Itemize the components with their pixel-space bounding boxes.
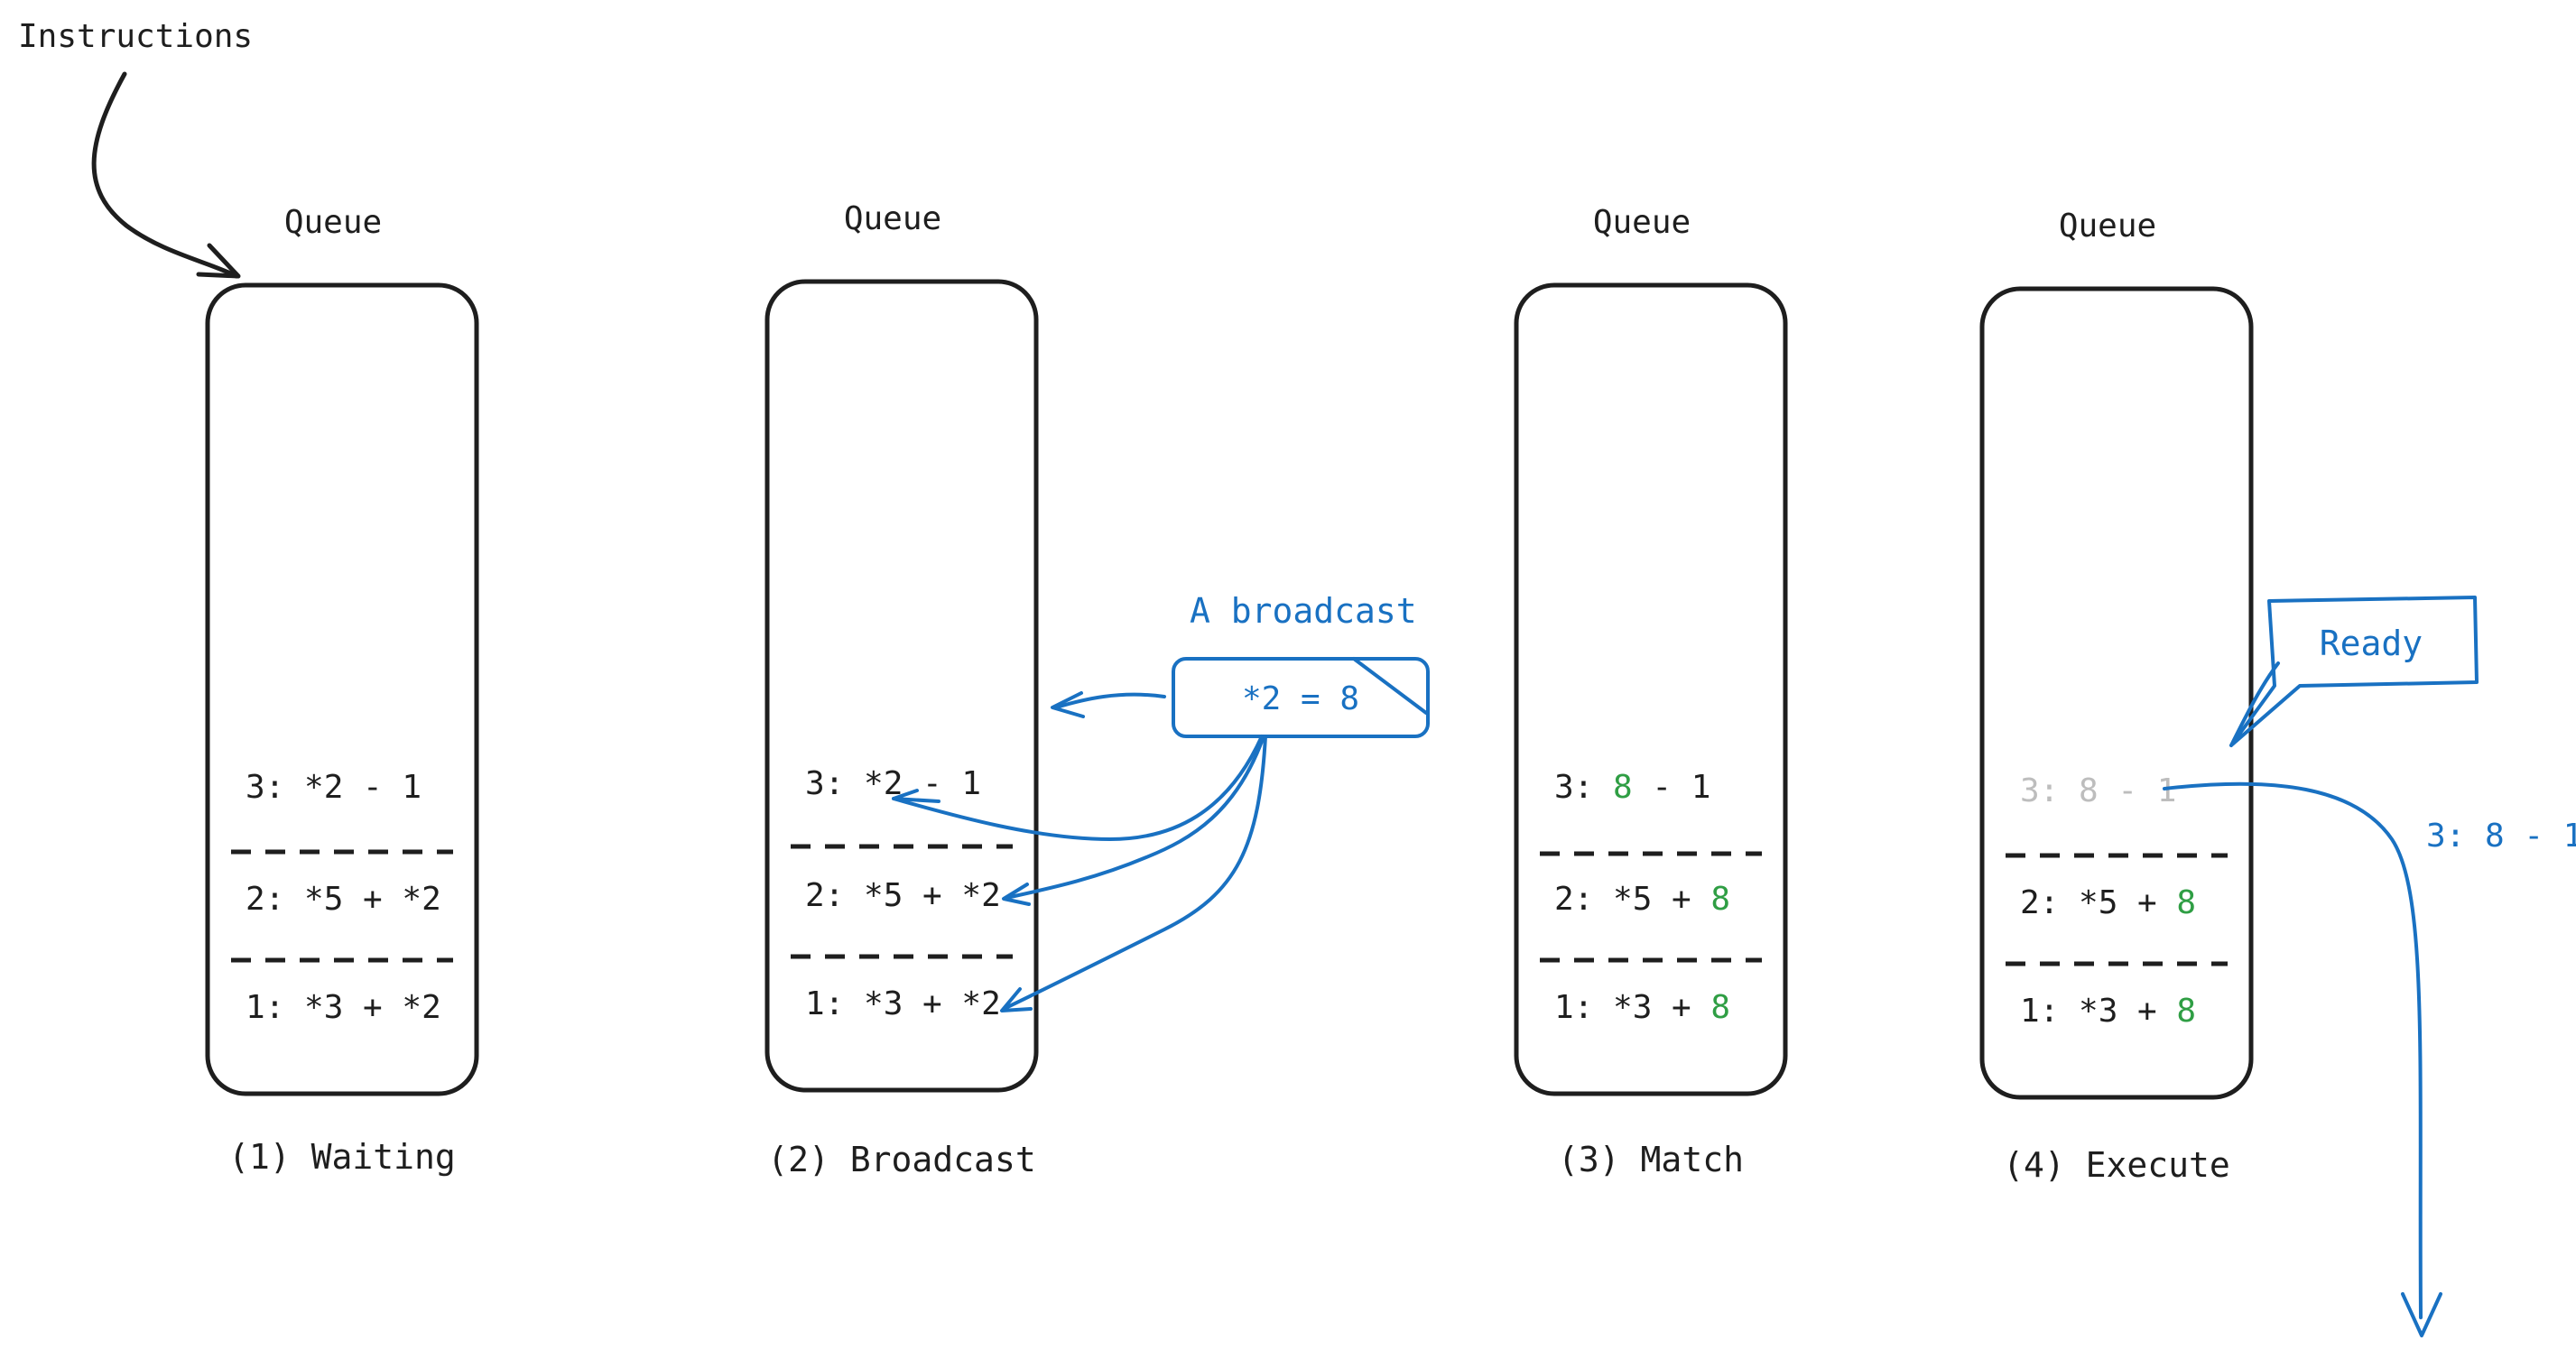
- queue-entry-2: 2: *5 + 8: [1554, 881, 1730, 918]
- queue-title: Queue: [1593, 204, 1691, 241]
- queue-entry-segment: 1: *3 + *2: [246, 989, 441, 1026]
- broadcast-arrowhead-row2: [1002, 883, 1031, 906]
- broadcast-arrow-row2: [1005, 735, 1265, 900]
- broadcast-value: *2 = 8: [1242, 680, 1359, 717]
- queue-box: [205, 282, 479, 1096]
- queue-entry-3: 3: 8 - 1: [1554, 769, 1710, 806]
- queue-entry-segment: 1: *3 +: [2020, 993, 2176, 1030]
- broadcast-arrow-row1: [1002, 735, 1267, 1011]
- queue-title: Queue: [284, 204, 382, 241]
- queue-panel-execute: Queue 3: 8 - 1 2: *5 + 8 1: *3 + 8 (4) E…: [1979, 208, 2254, 1185]
- broadcast-left-arrow: [1054, 692, 1166, 709]
- queue-entry-segment: 8: [2176, 884, 2196, 921]
- queue-entry-segment: 3:: [2020, 772, 2079, 809]
- broadcast-title: A broadcast: [1190, 591, 1417, 631]
- broadcast-arrow-row3: [892, 735, 1264, 841]
- queue-panel-broadcast: Queue 3: *2 - 1 2: *5 + *2 1: *3 + *2 (2…: [764, 200, 1039, 1179]
- instructions-arrow: [91, 71, 239, 279]
- queue-title: Queue: [2059, 208, 2156, 245]
- queue-entry-segment: 2: *5 + *2: [805, 877, 1001, 914]
- queue-entry-3: 3: *2 - 1: [805, 765, 981, 802]
- broadcast-box: [1172, 657, 1430, 738]
- broadcast-box-corner: [1352, 657, 1428, 715]
- queue-entry-segment: 1: *3 +: [1554, 989, 1710, 1026]
- queue-entry-segment: 8: [2176, 993, 2196, 1030]
- broadcast-left-arrowhead: [1051, 691, 1085, 718]
- queue-entry-3: 3: *2 - 1: [246, 769, 422, 806]
- panel-caption: (3) Match: [1558, 1140, 1744, 1179]
- queue-entry-segment: 2: *5 + *2: [246, 881, 441, 918]
- queue-entry-segment: - 1: [1633, 769, 1711, 806]
- queue-entry-segment: - 1: [2099, 772, 2177, 809]
- panel-caption: (4) Execute: [2003, 1145, 2230, 1185]
- broadcast-arrowhead-row3: [892, 789, 941, 803]
- queue-entry-segment: 8: [1710, 989, 1730, 1026]
- broadcast-arrowhead-row1: [1000, 987, 1033, 1012]
- output-arrow: [2163, 781, 2423, 1319]
- queue-entry-1: 1: *3 + 8: [2020, 993, 2196, 1030]
- queue-entry-segment: 8: [1613, 769, 1633, 806]
- queue-entry-2: 2: *5 + 8: [2020, 884, 2196, 921]
- queue-entry-segment: 2: *5 +: [1554, 881, 1710, 918]
- queue-panel-match: Queue 3: 8 - 1 2: *5 + 8 1: *3 + 8 (3) M…: [1514, 204, 1788, 1179]
- instructions-arrowhead: [196, 243, 241, 279]
- queue-entry-segment: 3:: [1554, 769, 1613, 806]
- queue-entry-1: 1: *3 + 8: [1554, 989, 1730, 1026]
- queue-entry-2: 2: *5 + *2: [246, 881, 441, 918]
- queue-entry-segment: 8: [2079, 772, 2099, 809]
- queue-entry-3: 3: 8 - 1: [2020, 772, 2176, 809]
- output-arrowhead: [2401, 1292, 2442, 1337]
- ready-pointer: [2229, 661, 2280, 747]
- queue-entry-segment: 8: [1710, 881, 1730, 918]
- queue-entry-segment: 2: *5 +: [2020, 884, 2176, 921]
- panel-caption: (2) Broadcast: [767, 1140, 1035, 1179]
- queue-entry-1: 1: *3 + *2: [246, 989, 441, 1026]
- queue-box: [1514, 282, 1788, 1096]
- ready-callout: [2229, 596, 2479, 747]
- panel-caption: (1) Waiting: [228, 1137, 456, 1177]
- queue-entry-1: 1: *3 + *2: [805, 985, 1001, 1022]
- queue-entry-segment: 1: *3 + *2: [805, 985, 1001, 1022]
- ready-label: Ready: [2320, 624, 2423, 663]
- queue-box: [1979, 286, 2254, 1100]
- queue-title: Queue: [844, 200, 941, 237]
- queue-entry-segment: 3: *2 - 1: [805, 765, 981, 802]
- output-label: 3: 8 - 1: [2426, 818, 2576, 855]
- queue-panel-waiting: Queue 3: *2 - 1 2: *5 + *2 1: *3 + *2 (1…: [205, 204, 479, 1177]
- instructions-label: Instructions: [18, 18, 253, 55]
- queue-box: [764, 279, 1039, 1093]
- queue-entry-segment: 3: *2 - 1: [246, 769, 422, 806]
- queue-entry-2: 2: *5 + *2: [805, 877, 1001, 914]
